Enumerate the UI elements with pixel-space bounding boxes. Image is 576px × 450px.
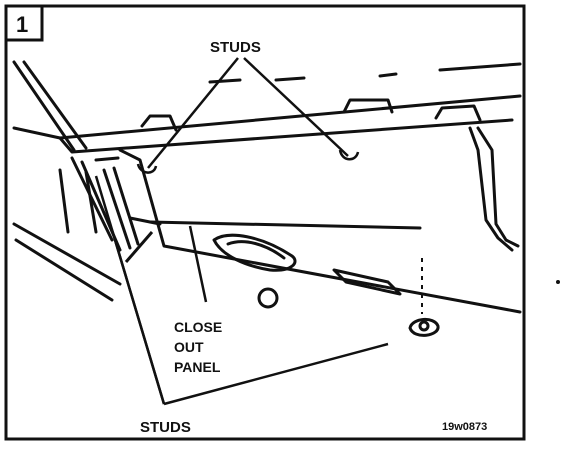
- studs-top-leaders: [147, 57, 349, 169]
- label-studs-top: STUDS: [210, 39, 261, 56]
- label-close: CLOSE: [174, 319, 222, 335]
- figure-number: 1: [16, 12, 28, 37]
- label-out: OUT: [174, 339, 204, 355]
- label-panel: PANEL: [174, 359, 221, 375]
- stud-hooks: [136, 149, 360, 174]
- panel-arrow-stroke: [124, 231, 154, 263]
- label-studs-bottom: STUDS: [140, 419, 191, 436]
- stray-mark: [556, 280, 560, 284]
- close-out-panel-leader: [188, 225, 208, 303]
- panel-illustration: [12, 60, 522, 337]
- figure-reference: 19w0873: [442, 421, 487, 433]
- studs-bottom-leaders: [94, 175, 389, 406]
- figure-number-box: 1: [4, 4, 44, 42]
